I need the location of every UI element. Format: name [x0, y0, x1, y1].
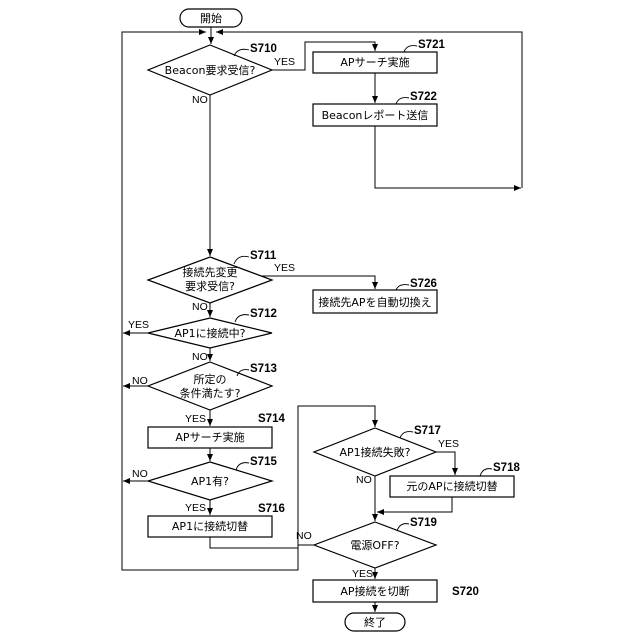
- process-s714: APサーチ実施: [148, 427, 272, 448]
- s718-step-label: S718: [493, 462, 520, 474]
- s713-no-label: NO: [132, 375, 148, 387]
- start-label: 開始: [200, 11, 222, 25]
- leader-s718: [480, 469, 492, 476]
- s717-no-label: NO: [356, 474, 372, 486]
- s715-no-label: NO: [132, 468, 148, 480]
- decision-s712: AP1に接続中?: [148, 318, 272, 348]
- leader-s721: [404, 46, 417, 52]
- leader-s715: [236, 463, 249, 470]
- leader-s712: [235, 315, 249, 322]
- s719-yes-label: YES: [352, 568, 373, 580]
- process-s722: Beaconレポート送信: [313, 104, 437, 126]
- leader-s711: [234, 256, 249, 264]
- s721-text: APサーチ実施: [340, 55, 409, 69]
- end-label: 終了: [364, 615, 386, 629]
- s716-text: AP1に接続切替: [172, 519, 248, 533]
- s710-no-label: NO: [192, 94, 208, 106]
- process-s716: AP1に接続切替: [148, 516, 272, 537]
- end-terminal: 終了: [345, 613, 405, 631]
- s713-text-line2: 条件満たす?: [180, 386, 241, 400]
- decision-s711: 接続先変更 要求受信?: [148, 257, 272, 303]
- s726-step-label: S726: [410, 278, 437, 290]
- s711-no-label: NO: [192, 301, 208, 313]
- s715-step-label: S715: [250, 456, 277, 468]
- leader-s722: [396, 98, 409, 104]
- s716-step-label: S716: [258, 503, 285, 515]
- s712-yes-label: YES: [128, 319, 149, 331]
- s713-step-label: S713: [250, 363, 277, 375]
- s721-step-label: S721: [418, 39, 445, 51]
- s722-step-label: S722: [410, 91, 437, 103]
- s715-yes-label: YES: [185, 502, 206, 514]
- s713-yes-label: YES: [185, 413, 206, 425]
- s717-yes-label: YES: [438, 438, 459, 450]
- s726-text: 接続先APを自動切換え: [318, 295, 431, 309]
- s711-step-label: S711: [250, 250, 277, 262]
- leader-s719: [397, 524, 409, 531]
- s722-text: Beaconレポート送信: [322, 108, 429, 122]
- s712-step-label: S712: [250, 308, 277, 320]
- process-s721: APサーチ実施: [313, 52, 437, 73]
- s717-step-label: S717: [414, 425, 441, 437]
- edge-s718-merge: [377, 497, 452, 512]
- edge-s717-yes: [436, 452, 455, 475]
- s710-step-label: S710: [250, 43, 277, 55]
- s714-step-label: S714: [258, 413, 285, 425]
- s720-text: AP接続を切断: [340, 584, 409, 598]
- s712-no-label: NO: [192, 351, 208, 363]
- s718-text: 元のAPに接続切替: [406, 479, 497, 493]
- s719-no-label: NO: [296, 530, 312, 542]
- start-terminal: 開始: [180, 9, 242, 27]
- s711-yes-label: YES: [274, 262, 295, 274]
- s710-yes-label: YES: [274, 56, 295, 68]
- leader-s717: [400, 432, 413, 438]
- s714-text: APサーチ実施: [175, 430, 244, 444]
- s719-step-label: S719: [410, 517, 437, 529]
- edge-s722-out: [375, 126, 521, 188]
- s711-text-line1: 接続先変更: [183, 265, 238, 279]
- s715-text: AP1有?: [191, 474, 229, 488]
- process-s726: 接続先APを自動切換え: [313, 290, 437, 313]
- s711-text-line2: 要求受信?: [185, 280, 235, 293]
- s710-text: Beacon要求受信?: [165, 64, 256, 77]
- s719-text: 電源OFF?: [350, 538, 399, 552]
- s713-text-line1: 所定の: [194, 372, 227, 386]
- s717-text: AP1接続失敗?: [340, 445, 411, 459]
- s712-text: AP1に接続中?: [175, 326, 246, 340]
- leader-s726: [396, 285, 409, 290]
- process-s718: 元のAPに接続切替: [390, 476, 514, 497]
- s720-step-label: S720: [452, 586, 479, 598]
- process-s720: AP接続を切断: [313, 580, 437, 602]
- edge-s711-yes: [261, 276, 375, 289]
